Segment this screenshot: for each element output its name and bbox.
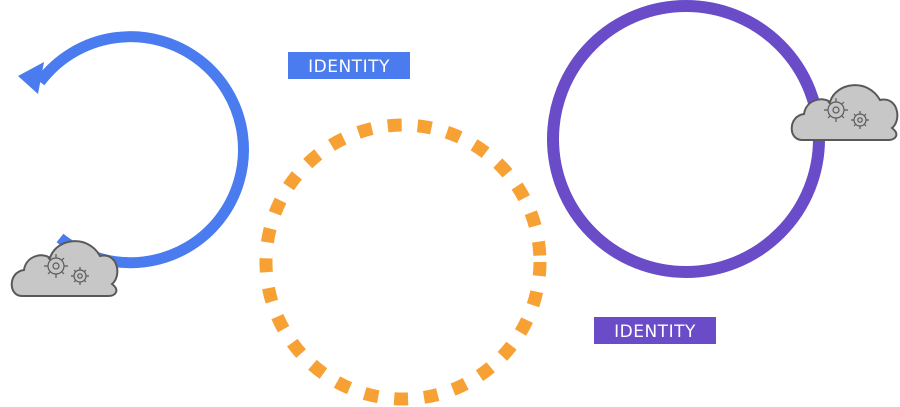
- orange-dashed-ring: [259, 118, 547, 406]
- blue-cycle: [18, 31, 249, 269]
- identity-label-purple-text: IDENTITY: [614, 322, 696, 342]
- gear-icon: [851, 111, 869, 129]
- arrowhead-icon: [18, 62, 44, 94]
- cloud-gears-icon: [10, 240, 119, 297]
- identity-label-blue-text: IDENTITY: [308, 57, 390, 77]
- purple-ring: [547, 0, 825, 278]
- gear-icon: [44, 254, 68, 278]
- gear-icon: [824, 98, 848, 122]
- cloud-gears-icon: [790, 84, 899, 141]
- identity-label-blue: IDENTITY: [288, 52, 410, 79]
- identity-label-purple: IDENTITY: [594, 317, 716, 344]
- blue-ring: [35, 31, 249, 269]
- gear-icon: [71, 267, 89, 285]
